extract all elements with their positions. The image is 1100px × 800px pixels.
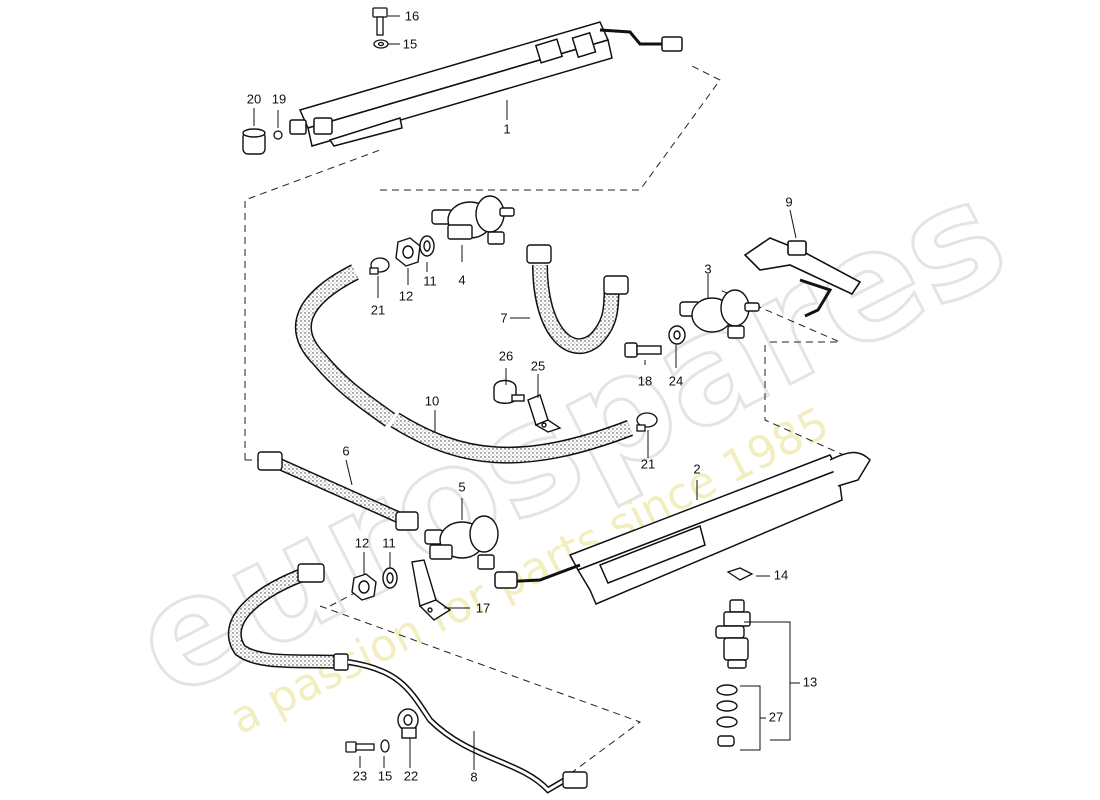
callout-9: 9 bbox=[785, 194, 792, 209]
hose-10[interactable] bbox=[295, 264, 634, 464]
callout-15-bottom: 15 bbox=[378, 768, 392, 783]
injector-13[interactable] bbox=[715, 599, 751, 669]
bolt-16[interactable] bbox=[372, 7, 388, 36]
washer-15-bottom[interactable] bbox=[380, 739, 390, 753]
clamp-26[interactable] bbox=[493, 379, 525, 404]
callout-12-upper: 12 bbox=[399, 288, 413, 303]
seal-19[interactable] bbox=[273, 130, 283, 140]
pipe-bracket-9[interactable] bbox=[743, 237, 862, 318]
callout-10: 10 bbox=[425, 393, 439, 408]
callout-17: 17 bbox=[476, 600, 490, 615]
fuel-rail-lower[interactable] bbox=[494, 451, 871, 605]
callout-18: 18 bbox=[638, 373, 652, 388]
clamp-22[interactable] bbox=[397, 708, 419, 739]
pressure-regulator-3[interactable] bbox=[679, 289, 760, 339]
callout-4: 4 bbox=[458, 272, 465, 287]
callout-8: 8 bbox=[470, 769, 477, 784]
clamp-21-upper[interactable] bbox=[369, 257, 390, 275]
callout-11-upper: 11 bbox=[423, 273, 437, 288]
pressure-regulator-5[interactable] bbox=[424, 515, 499, 570]
bracket-25[interactable] bbox=[527, 394, 562, 433]
callout-1: 1 bbox=[503, 121, 510, 136]
callout-13: 13 bbox=[803, 674, 817, 689]
washer-24[interactable] bbox=[668, 325, 686, 345]
nut-12-upper[interactable] bbox=[395, 237, 421, 267]
leader-lines bbox=[253, 15, 800, 770]
washer-11-lower[interactable] bbox=[382, 567, 398, 589]
fuel-line-8[interactable] bbox=[227, 563, 588, 794]
fuel-rail-upper[interactable] bbox=[289, 21, 683, 147]
callout-26: 26 bbox=[499, 348, 513, 363]
callout-5: 5 bbox=[458, 479, 465, 494]
washer-11-upper[interactable] bbox=[419, 235, 435, 257]
callout-15-top: 15 bbox=[403, 36, 417, 51]
hose-7[interactable] bbox=[526, 244, 629, 354]
callout-7: 7 bbox=[500, 310, 507, 325]
bolt-23[interactable] bbox=[345, 741, 375, 753]
callout-19: 19 bbox=[272, 91, 286, 106]
callout-21-lower: 21 bbox=[641, 456, 655, 471]
callout-12-lower: 12 bbox=[355, 535, 369, 550]
pressure-regulator-4[interactable] bbox=[431, 195, 515, 245]
callout-22: 22 bbox=[404, 768, 418, 783]
washer-15-top[interactable] bbox=[373, 39, 389, 49]
callout-labels: 16 15 20 19 1 9 4 11 12 21 3 7 26 25 18 … bbox=[247, 8, 817, 784]
bracket-17[interactable] bbox=[411, 559, 452, 621]
callout-6: 6 bbox=[342, 443, 349, 458]
callout-20: 20 bbox=[247, 91, 261, 106]
callout-16: 16 bbox=[405, 8, 419, 23]
cap-nut-20[interactable] bbox=[242, 128, 266, 155]
callout-3: 3 bbox=[704, 261, 711, 276]
callout-21-upper: 21 bbox=[371, 302, 385, 317]
callout-25: 25 bbox=[531, 358, 545, 373]
braided-line-6[interactable] bbox=[257, 451, 419, 531]
clip-14[interactable] bbox=[726, 567, 754, 581]
bolt-18[interactable] bbox=[624, 342, 662, 358]
seal-kit-27[interactable] bbox=[716, 684, 738, 747]
callout-24: 24 bbox=[669, 373, 683, 388]
nut-12-lower[interactable] bbox=[351, 573, 377, 601]
callout-27: 27 bbox=[769, 709, 783, 724]
clamp-21-lower[interactable] bbox=[636, 412, 658, 432]
callout-11-lower: 11 bbox=[382, 535, 396, 550]
callout-14: 14 bbox=[774, 567, 788, 582]
callout-23: 23 bbox=[353, 768, 367, 783]
callout-2: 2 bbox=[693, 461, 700, 476]
